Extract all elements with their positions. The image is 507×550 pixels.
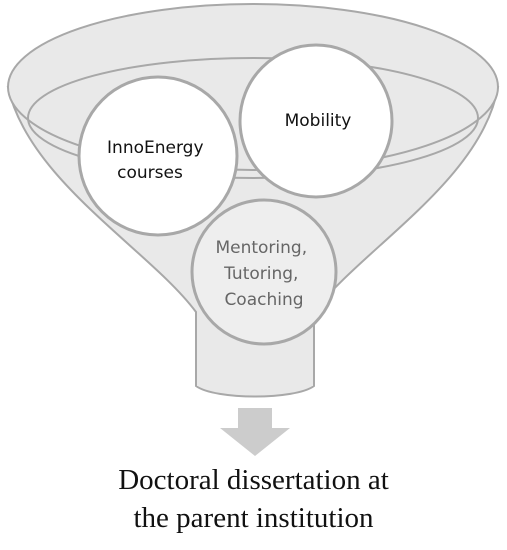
mobility-label: Mobility (285, 111, 352, 131)
innoenergy-label-line-1: InnoEnergy (107, 138, 203, 158)
mentoring-label: Mentoring, Tutoring, Coaching (215, 238, 312, 310)
innoenergy-label: InnoEnergy courses (107, 138, 209, 183)
mobility-circle (238, 43, 394, 199)
innoenergy-label-line-2: courses (117, 163, 183, 183)
down-arrow-icon (220, 408, 290, 456)
mobility-label-line-1: Mobility (285, 111, 352, 131)
caption-line-1: Doctoral dissertation at (118, 464, 389, 496)
mentoring-label-line-3: Coaching (224, 290, 303, 310)
funnel-rim-inner (27, 57, 479, 179)
mentoring-label-line-2: Tutoring, (223, 264, 298, 284)
mentoring-label-line-1: Mentoring, (215, 238, 307, 258)
mentoring-circle (190, 198, 338, 346)
caption-line-2: the parent institution (133, 502, 374, 534)
innoenergy-courses-circle (77, 75, 239, 237)
funnel-diagram: InnoEnergy courses Mobility Mentoring, T… (6, 3, 500, 456)
